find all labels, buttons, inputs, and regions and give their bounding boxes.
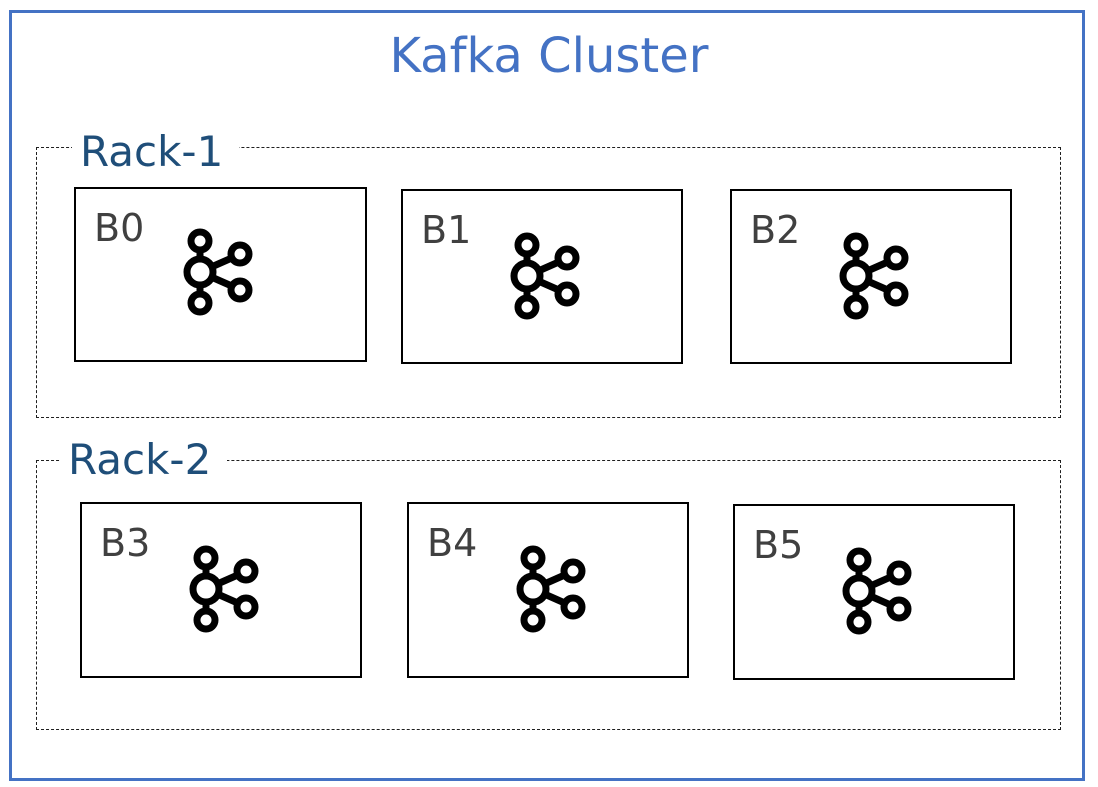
broker-b5: B5 <box>733 504 1015 680</box>
rack-2-label: Rack-2 <box>60 436 228 484</box>
rack-2-boundary <box>36 460 1061 730</box>
broker-b2: B2 <box>730 189 1012 364</box>
rack-1-label: Rack-1 <box>72 128 240 176</box>
broker-label: B2 <box>750 208 801 252</box>
broker-b0: B0 <box>74 187 367 362</box>
broker-label: B0 <box>94 206 145 250</box>
broker-b3: B3 <box>80 502 362 678</box>
rack-1-boundary <box>36 147 1061 418</box>
kafka-logo-icon <box>836 231 916 321</box>
kafka-logo-icon <box>513 544 593 634</box>
kafka-logo-icon <box>186 544 266 634</box>
broker-label: B1 <box>421 208 472 252</box>
broker-label: B3 <box>100 521 151 565</box>
broker-b4: B4 <box>407 502 689 678</box>
broker-label: B5 <box>753 523 804 567</box>
kafka-logo-icon <box>839 546 919 636</box>
broker-label: B4 <box>427 521 478 565</box>
cluster-title: Kafka Cluster <box>389 28 709 84</box>
kafka-logo-icon <box>507 231 587 321</box>
kafka-logo-icon <box>180 227 260 317</box>
broker-b1: B1 <box>401 189 683 364</box>
